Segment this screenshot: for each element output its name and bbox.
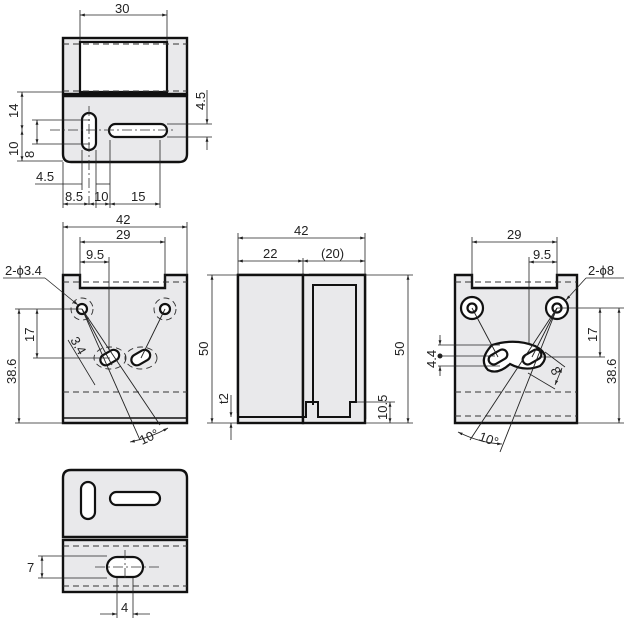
dim-9-5: 9.5 [86, 247, 104, 262]
dim-29: 29 [116, 227, 130, 242]
front-view: 42 29 9.5 2-ϕ3.4 17 38.6 3.4 10° [3, 212, 189, 448]
holes-label: 2-ϕ3.4 [5, 263, 42, 278]
dim-14: 14 [6, 104, 21, 118]
dim-8: 8 [22, 151, 37, 158]
rear-angle-10: 10° [477, 429, 501, 450]
dim-4-5-right: 4.5 [193, 92, 208, 110]
dim-4: 4 [121, 600, 128, 615]
dim-17: 17 [22, 328, 37, 342]
side-view: 42 22 (20) 50 50 t2 10.5 [196, 223, 413, 440]
side-dim-22: 22 [263, 246, 277, 261]
rear-view: 29 9.5 2-ϕ8 17 38.6 4.4 8 10° [424, 227, 624, 453]
dim-10-5: 10.5 [375, 395, 390, 420]
dim-8-5: 8.5 [65, 189, 83, 204]
dim-10: 10 [6, 142, 21, 156]
bottom-view: 7 4 [27, 468, 189, 618]
angle-10: 10° [137, 426, 161, 448]
dim-10-bottom: 10 [94, 189, 108, 204]
dim-15: 15 [131, 189, 145, 204]
side-dim-50-left: 50 [196, 342, 211, 356]
side-dim-50-right: 50 [392, 342, 407, 356]
rear-dim-17: 17 [585, 328, 600, 342]
dim-7: 7 [27, 560, 34, 575]
rear-holes-label: 2-ϕ8 [588, 263, 614, 278]
rear-dim-29: 29 [507, 227, 521, 242]
side-dim-42: 42 [294, 223, 308, 238]
rear-dim-9-5: 9.5 [533, 247, 551, 262]
top-view: 30 14 10 8 4.5 4.5 8.5 10 15 [6, 1, 212, 208]
side-dim-20: (20) [321, 246, 344, 261]
dim-42: 42 [116, 212, 130, 227]
dim-30: 30 [115, 1, 129, 16]
rear-dim-38-6: 38.6 [604, 359, 619, 384]
dim-4-4: 4.4 [424, 350, 439, 368]
dim-t2: t2 [216, 393, 231, 404]
dim-38-6: 38.6 [4, 359, 19, 384]
dim-4-5-left: 4.5 [36, 169, 54, 184]
